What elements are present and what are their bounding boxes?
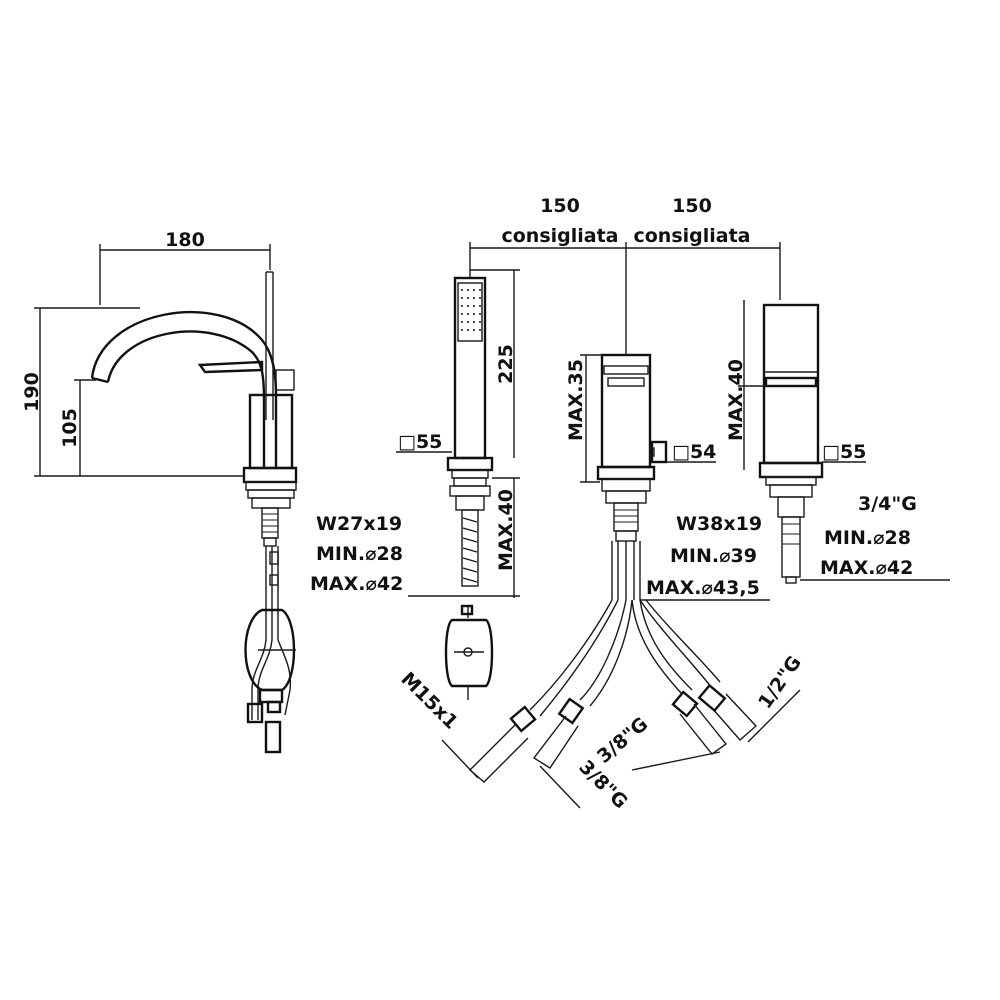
sq-55-spout: □55: [822, 441, 866, 463]
w27x19-label: W27x19: [316, 513, 402, 535]
hand-shower-drawing: 225 □55 MAX.40 W27x19 MIN.⌀28 MAX.⌀42: [310, 269, 520, 700]
spout-drawing: MAX.40 □55 3/4"G MIN.⌀28 MAX.⌀42: [725, 300, 950, 584]
sq-55-shower: □55: [398, 431, 442, 453]
min-28-label-b: MIN.⌀28: [824, 527, 911, 549]
dim-225: 225: [495, 344, 517, 384]
dim-190: 190: [21, 372, 43, 412]
m15x1-label: M15x1: [396, 668, 462, 734]
g-3-8-label-b: 3/8"G: [574, 756, 631, 813]
basin-mixer-drawing: 180 190 105: [21, 229, 298, 754]
g-3-4-label: 3/4"G: [858, 493, 917, 515]
max-40-spout: MAX.40: [725, 359, 747, 441]
dim-150-right: 150: [672, 195, 712, 217]
max-42-label-b: MAX.⌀42: [820, 557, 913, 579]
min-28-label-a: MIN.⌀28: [316, 543, 403, 565]
max-43-5-label: MAX.⌀43,5: [646, 577, 760, 599]
consigliata-left: consigliata: [501, 225, 618, 247]
w38x19-label: W38x19: [676, 513, 762, 535]
min-39-label: MIN.⌀39: [670, 545, 757, 567]
sq-54: □54: [672, 441, 716, 463]
max-40-shower: MAX.40: [495, 489, 517, 571]
g-3-8-label-a: 3/8"G: [593, 713, 652, 768]
max-42-label-a: MAX.⌀42: [310, 573, 403, 595]
max-35: MAX.35: [565, 359, 587, 441]
g-1-2-label: 1/2"G: [754, 652, 806, 713]
consigliata-right: consigliata: [633, 225, 750, 247]
dim-150-left: 150: [540, 195, 580, 217]
dim-180: 180: [165, 229, 205, 251]
spray-dots: [461, 289, 481, 331]
dim-105: 105: [59, 408, 81, 448]
